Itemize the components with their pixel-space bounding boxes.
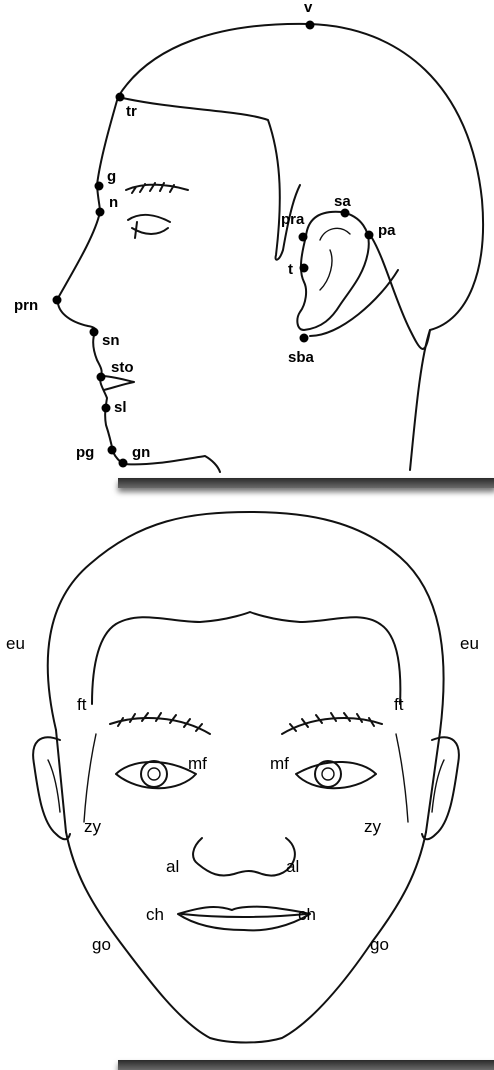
label-t: t	[288, 261, 293, 278]
profile-view-panel: v tr g n prn sn sto sl pg gn pra sa pa t…	[0, 0, 494, 470]
point-sl	[102, 404, 111, 413]
label-sba: sba	[288, 349, 315, 366]
label-go-left: go	[92, 935, 111, 954]
label-tr: tr	[126, 103, 137, 120]
mouth	[178, 907, 310, 931]
panel-separator-top	[118, 478, 494, 488]
eyebrow	[126, 183, 188, 193]
left-eyebrow	[110, 713, 210, 734]
point-tr	[116, 93, 125, 102]
label-ft-right: ft	[394, 695, 404, 714]
label-n: n	[109, 194, 118, 211]
label-go-right: go	[370, 935, 389, 954]
point-sba	[300, 334, 309, 343]
point-gn	[119, 459, 128, 468]
label-ft-left: ft	[77, 695, 87, 714]
face-sides	[56, 730, 440, 832]
point-pra	[299, 233, 308, 242]
label-eu-right: eu	[460, 634, 479, 653]
hairline	[92, 612, 400, 704]
point-prn	[53, 296, 62, 305]
point-t	[300, 264, 309, 273]
left-pupil	[148, 768, 160, 780]
skull-outline	[118, 24, 483, 470]
nose	[193, 838, 295, 876]
lips-outline	[101, 376, 134, 390]
profile-landmark-points	[53, 21, 374, 468]
point-v	[306, 21, 315, 30]
face-profile-outline	[58, 97, 220, 472]
label-zy-right: zy	[364, 817, 382, 836]
label-gn: gn	[132, 444, 150, 461]
label-ch-left: ch	[146, 905, 164, 924]
right-cheek-line	[396, 734, 408, 822]
label-pa: pa	[378, 222, 396, 239]
label-sl: sl	[114, 399, 127, 416]
label-pra: pra	[281, 211, 305, 228]
hairline	[118, 97, 300, 260]
point-sn	[90, 328, 99, 337]
right-ear-inner	[432, 760, 444, 812]
point-n	[96, 208, 105, 217]
label-pg: pg	[76, 444, 94, 461]
ear-inner	[320, 228, 350, 290]
right-pupil	[322, 768, 334, 780]
label-prn: prn	[14, 297, 38, 314]
neck-front	[310, 270, 398, 336]
eye	[128, 215, 170, 238]
frontal-face-drawing: eu eu ft ft mf mf zy zy al al ch ch go g…	[0, 502, 494, 1054]
point-sto	[97, 373, 106, 382]
left-ear-inner	[48, 760, 60, 812]
label-ch-right: ch	[298, 905, 316, 924]
right-eyebrow	[282, 713, 382, 734]
point-g	[95, 182, 104, 191]
left-eye	[116, 762, 196, 788]
head-outline	[48, 512, 444, 732]
frontal-view-panel: eu eu ft ft mf mf zy zy al al ch ch go g…	[0, 502, 494, 1054]
right-iris	[315, 761, 341, 787]
point-pg	[108, 446, 117, 455]
profile-head-drawing: v tr g n prn sn sto sl pg gn pra sa pa t…	[0, 0, 494, 470]
left-cheek-line	[84, 734, 96, 822]
label-sto: sto	[111, 359, 134, 376]
label-mf-left: mf	[188, 754, 207, 773]
label-al-left: al	[166, 857, 179, 876]
label-al-right: al	[286, 857, 299, 876]
left-iris	[141, 761, 167, 787]
label-v: v	[304, 0, 313, 16]
label-g: g	[107, 168, 116, 185]
label-sn: sn	[102, 332, 120, 349]
panel-separator-bottom	[118, 1060, 494, 1070]
label-eu-left: eu	[6, 634, 25, 653]
label-zy-left: zy	[84, 817, 102, 836]
frontal-landmark-labels: eu eu ft ft mf mf zy zy al al ch ch go g…	[6, 634, 479, 954]
label-mf-right: mf	[270, 754, 289, 773]
profile-landmark-labels: v tr g n prn sn sto sl pg gn pra sa pa t…	[14, 0, 396, 461]
label-sa: sa	[334, 193, 351, 210]
point-pa	[365, 231, 374, 240]
